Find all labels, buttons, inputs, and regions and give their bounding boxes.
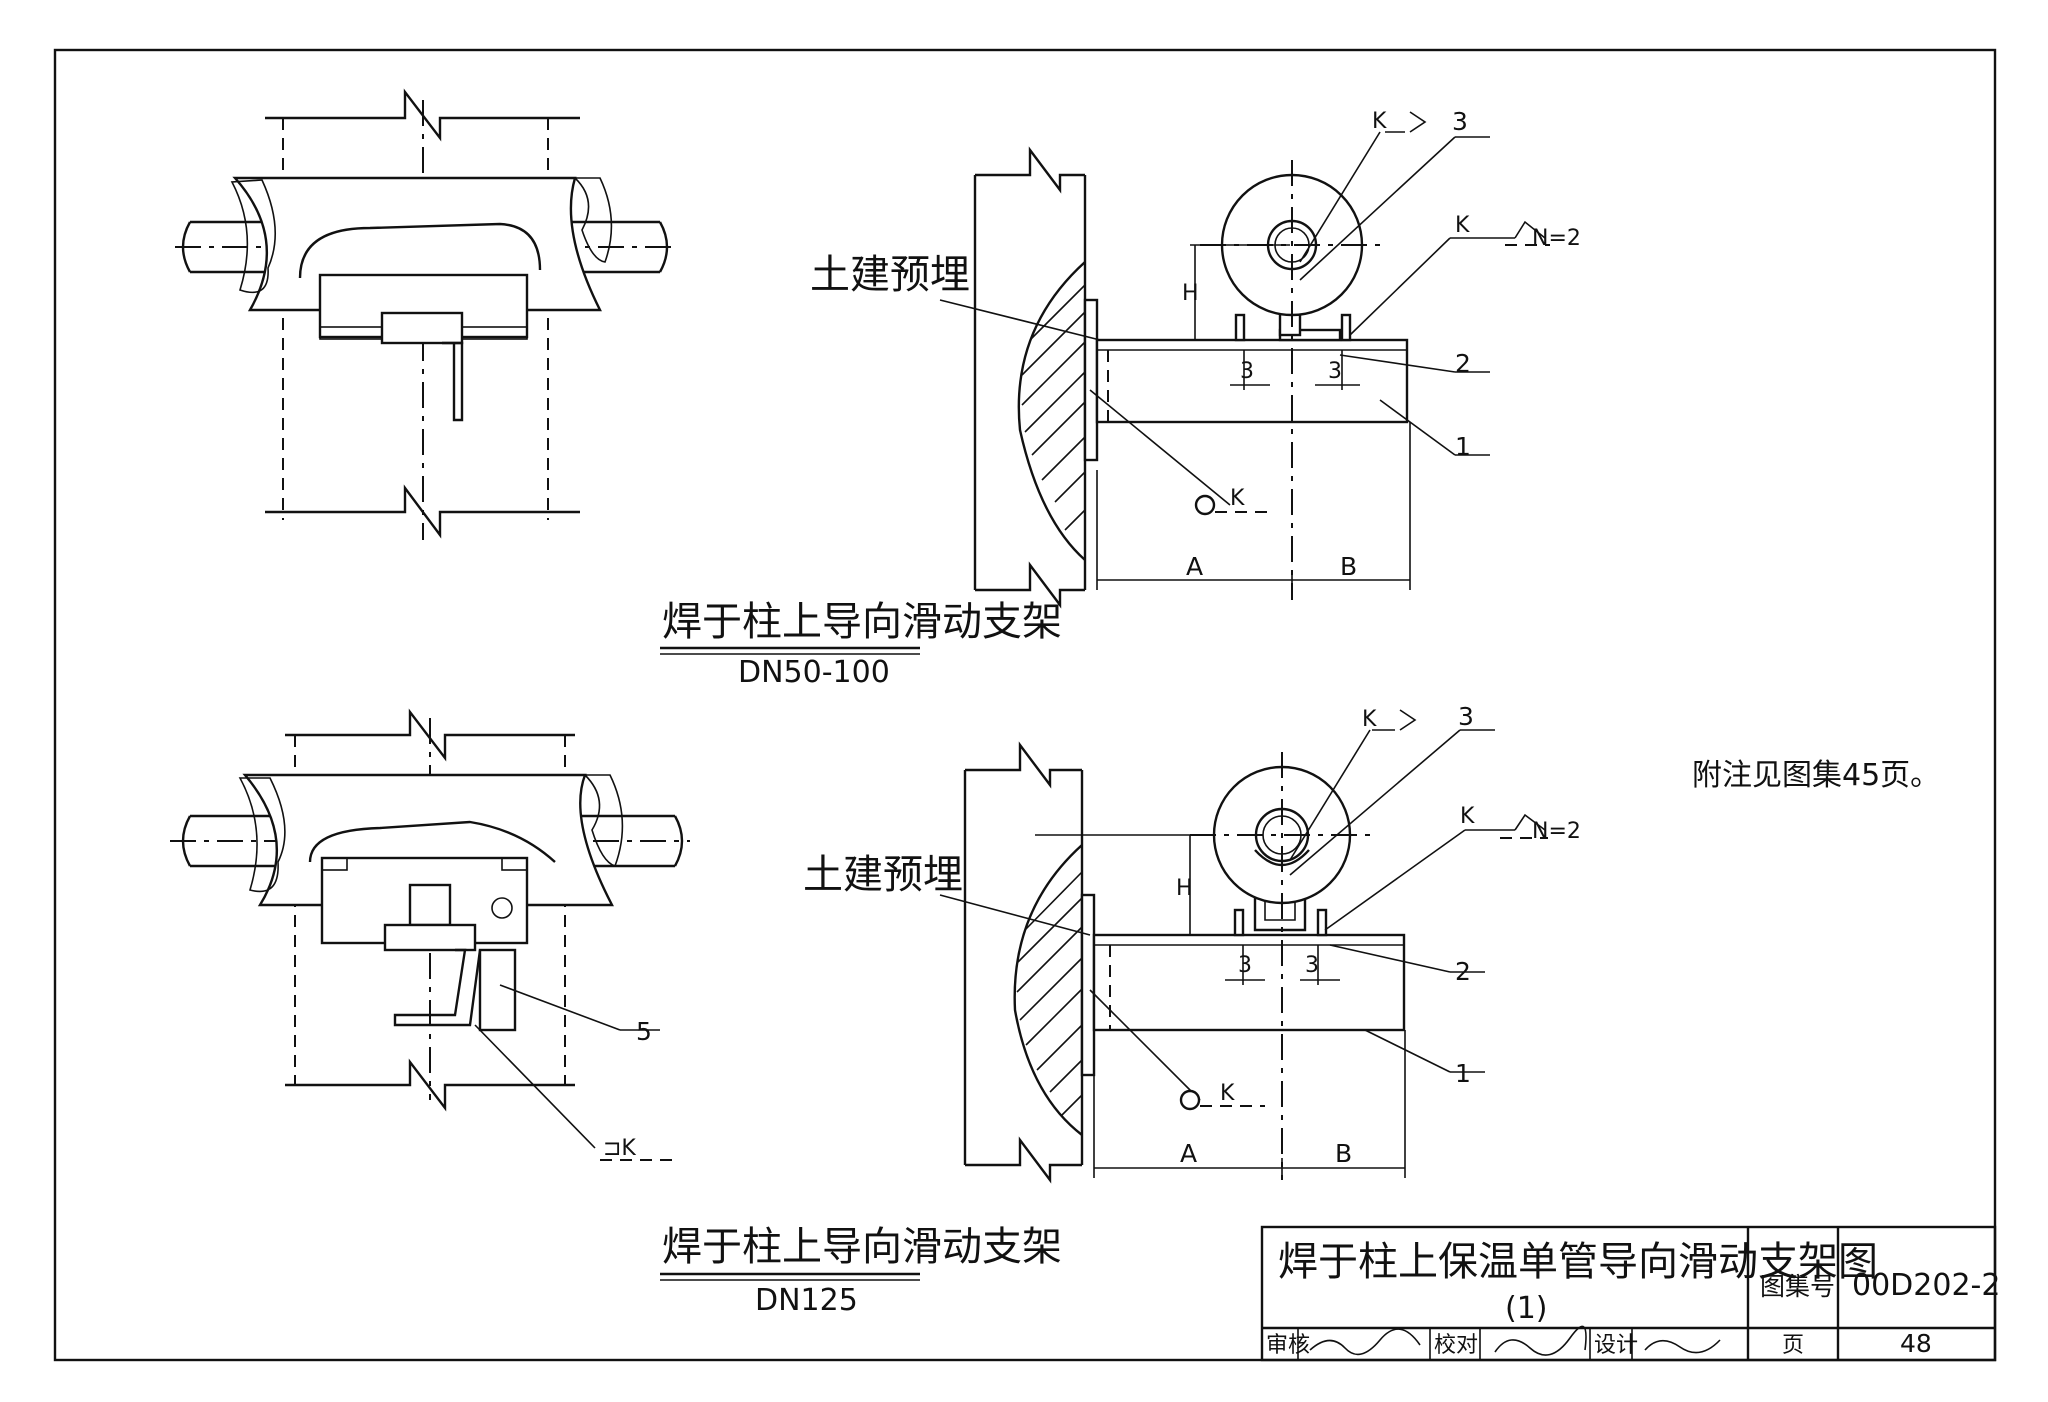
bottom-dim-a: A [1180,1139,1197,1168]
atlas-label: 图集号 [1760,1272,1835,1301]
top-elevation-view [939,111,1550,609]
bottom-dim-b: B [1335,1139,1352,1168]
design-label: 设计 [1594,1333,1638,1358]
bottom-part-2: 2 [1455,957,1471,986]
page-label: 页 [1782,1333,1804,1358]
title-block [1260,1225,1997,1362]
bottom-dim-gap-2: 3 [1305,953,1319,978]
top-weld-k2: K [1455,213,1470,238]
bottom-weld-k1: K [1362,707,1377,732]
note-text: 附注见图集45页。 [1692,758,1940,793]
review-label: 审核 [1266,1333,1310,1358]
top-detail-subtitle: DN50-100 [738,655,890,690]
bottom-part-5: 5 [636,1017,652,1046]
bottom-detail-subtitle: DN125 [755,1283,858,1318]
bottom-dim-h: H [1176,876,1193,901]
top-part-1: 1 [1455,432,1471,461]
bottom-plan-view [170,708,690,1161]
top-embed-label: 土建预埋 [810,252,970,298]
title-block-title-2: (1) [1505,1291,1548,1326]
title-block-title: 焊于柱上保温单管导向滑动支架图 [1278,1239,1878,1285]
bottom-elevation-view [939,709,1548,1184]
top-dim-gap-1: 3 [1240,359,1254,384]
bottom-embed-label: 土建预埋 [803,852,963,898]
top-part-3: 3 [1452,107,1468,136]
sheet-border [53,48,1997,1362]
atlas-value: 00D202-2 [1852,1268,2000,1303]
top-dim-gap-2: 3 [1328,359,1342,384]
check-label: 校对 [1434,1333,1478,1358]
top-dim-a: A [1186,552,1203,581]
top-weld-k3: K [1230,486,1245,511]
bottom-detail-title: 焊于柱上导向滑动支架 [662,1224,1062,1270]
bottom-weld-count: N=2 [1532,819,1581,844]
bottom-weld-box: ⊐K [603,1136,636,1161]
top-weld-count: N=2 [1532,226,1581,251]
top-dim-h: H [1182,281,1199,306]
top-dim-b: B [1340,552,1357,581]
bottom-part-1: 1 [1455,1059,1471,1088]
bottom-weld-k2: K [1460,804,1475,829]
top-weld-k1: K [1372,109,1387,134]
top-plan-view [175,88,675,540]
bottom-dim-gap-1: 3 [1238,953,1252,978]
page-value: 48 [1900,1329,1932,1358]
top-detail-title: 焊于柱上导向滑动支架 [662,599,1062,645]
top-part-2: 2 [1455,349,1471,378]
bottom-part-3: 3 [1458,702,1474,731]
bottom-weld-k3: K [1220,1081,1235,1106]
